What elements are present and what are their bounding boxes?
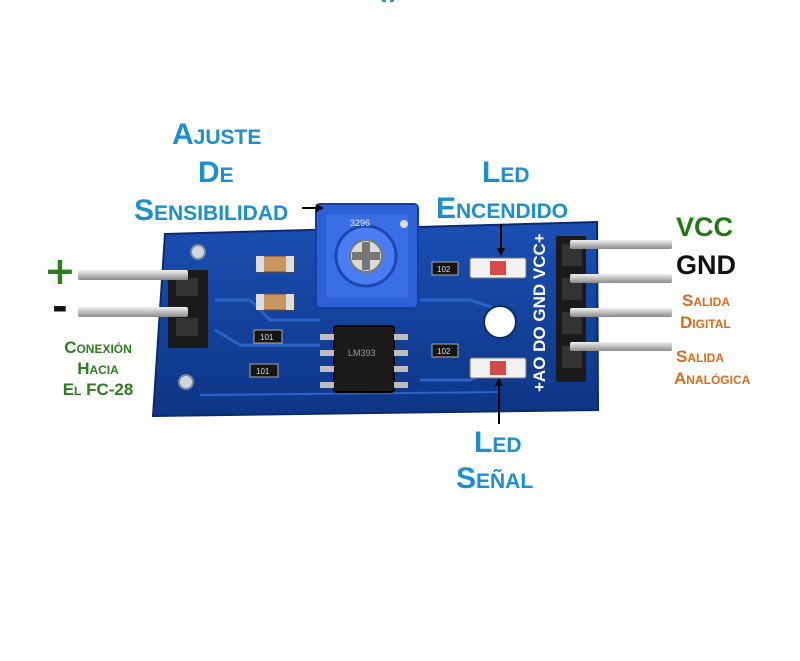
resistor-code-2: 101 [256,367,270,376]
mounting-hole-bottom [178,374,194,390]
cropped-title-fragment: y [380,0,416,2]
signal-led [469,357,527,379]
label-connection-line1: Conexión [64,338,132,357]
pot-code-print: 3296 [350,218,370,228]
sensitivity-potentiometer [315,203,419,309]
plus-sign: + [44,249,76,293]
label-sensitivity-line1: Ajuste [172,118,262,151]
sensitivity-pointer [302,204,324,212]
label-vcc: VCC [676,212,734,242]
resistor-code-1: 101 [260,333,274,342]
label-power-led-line1: Led [482,156,530,189]
mounting-hole-center [483,305,517,339]
signal-led-pointer [495,378,503,424]
capacitor-top [255,255,295,273]
power-led-pointer [497,224,505,256]
label-connection-line2: Hacia [77,359,119,378]
resistor-code-3: 102 [437,265,451,274]
label-connection-line3: El FC-28 [62,380,134,399]
minus-sign: - [52,285,68,329]
mounting-hole-top [190,244,206,260]
label-signal-led-line1: Led [474,426,522,459]
label-analog-out-line1: Salida [676,347,725,366]
label-analog-out-line2: Analógica [674,369,751,388]
board-pin-labels: +AO DO GND VCC+ [530,233,549,392]
resistor [249,261,459,378]
label-digital-out-line1: Salida [682,291,731,310]
label-digital-out-line2: Digital [680,313,731,332]
label-signal-led-line2: Señal [456,462,534,495]
right-pin-header [556,236,672,382]
label-sensitivity-line3: Sensibilidad [134,194,289,227]
label-gnd: GND [676,250,736,280]
label-power-led-line2: Encendido [436,192,569,225]
label-sensitivity-line2: De [198,156,234,189]
left-pin-header [78,270,208,348]
chip-code-print: LM393 [348,348,376,358]
resistor-code-4: 102 [437,347,451,356]
capacitor-bottom [255,293,295,311]
power-led [469,257,527,279]
comparator-chip [320,325,408,393]
